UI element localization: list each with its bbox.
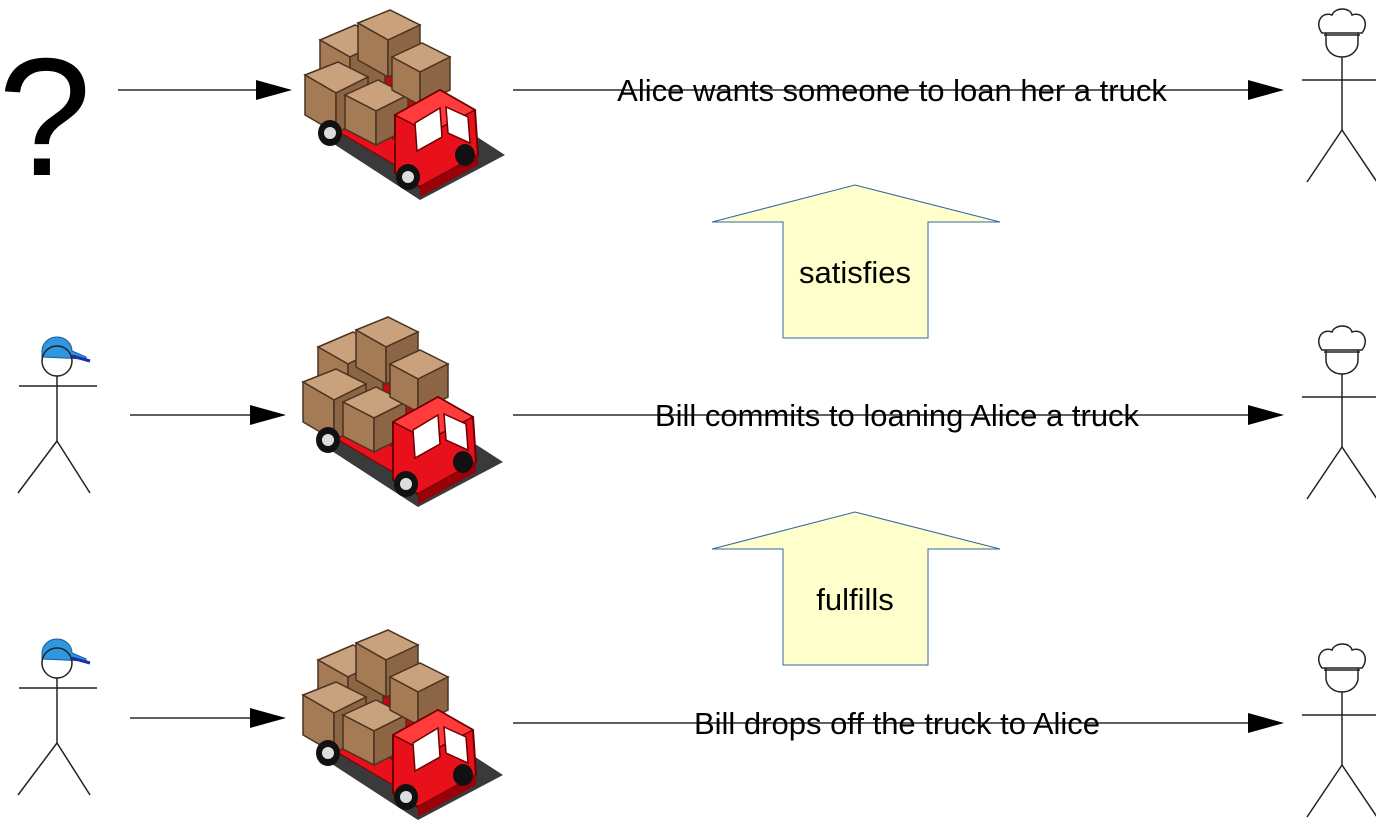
relation-label: satisfies [799, 255, 911, 290]
up-arrow-shape [711, 184, 1001, 339]
bill-cap-figure-icon [16, 335, 99, 495]
bill-cap-figure-icon [16, 637, 99, 797]
event-label: Bill commits to loaning Alice a truck [655, 398, 1140, 433]
event-label: Alice wants someone to loan her a truck [617, 73, 1167, 108]
up-arrow-shape [711, 511, 1001, 666]
truck-icon [302, 629, 504, 821]
satisfies-relation: satisfies [711, 184, 1001, 339]
event-label: Bill drops off the truck to Alice [694, 706, 1100, 741]
alice-chef-figure-icon [1301, 643, 1376, 818]
fulfills-relation: fulfills [711, 511, 1001, 666]
relation-label: fulfills [816, 582, 894, 617]
alice-chef-figure-icon [1301, 325, 1376, 500]
row-3: Bill drops off the truck to Alice [16, 629, 1376, 821]
alice-chef-figure-icon [1301, 8, 1376, 183]
unknown-provider-question-mark: ? [0, 23, 91, 211]
truck-icon [302, 316, 504, 508]
row-1: ? Alice wants someone to loan her a truc… [0, 8, 1376, 211]
row-2: Bill commits to loaning Alice a truck [16, 316, 1376, 508]
truck-icon [304, 9, 506, 201]
